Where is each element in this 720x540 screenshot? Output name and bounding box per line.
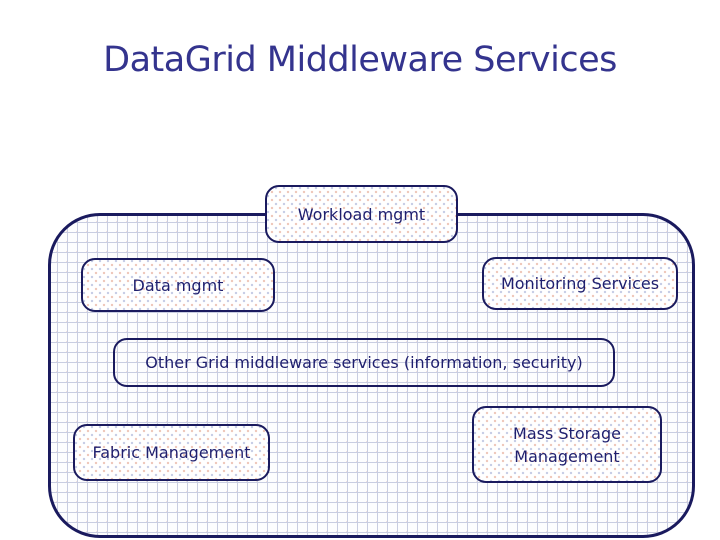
box-workload-mgmt-label: Workload mgmt <box>297 204 426 224</box>
box-data-mgmt-label: Data mgmt <box>132 275 224 295</box>
box-mass-storage-management: Mass Storage Management <box>472 406 662 483</box>
box-other-grid-services-label: Other Grid middleware services (informat… <box>145 353 583 372</box>
box-other-grid-services: Other Grid middleware services (informat… <box>113 338 615 387</box>
slide-title: DataGrid Middleware Services <box>103 40 617 80</box>
box-fabric-management-label: Fabric Management <box>92 443 251 462</box>
box-monitoring-services-label: Monitoring Services <box>500 274 660 293</box>
box-data-mgmt: Data mgmt <box>81 258 275 312</box>
box-monitoring-services: Monitoring Services <box>482 257 678 310</box>
box-workload-mgmt: Workload mgmt <box>265 185 458 243</box>
box-fabric-management: Fabric Management <box>73 424 270 481</box>
box-mass-storage-management-label: Mass Storage Management <box>513 423 621 466</box>
